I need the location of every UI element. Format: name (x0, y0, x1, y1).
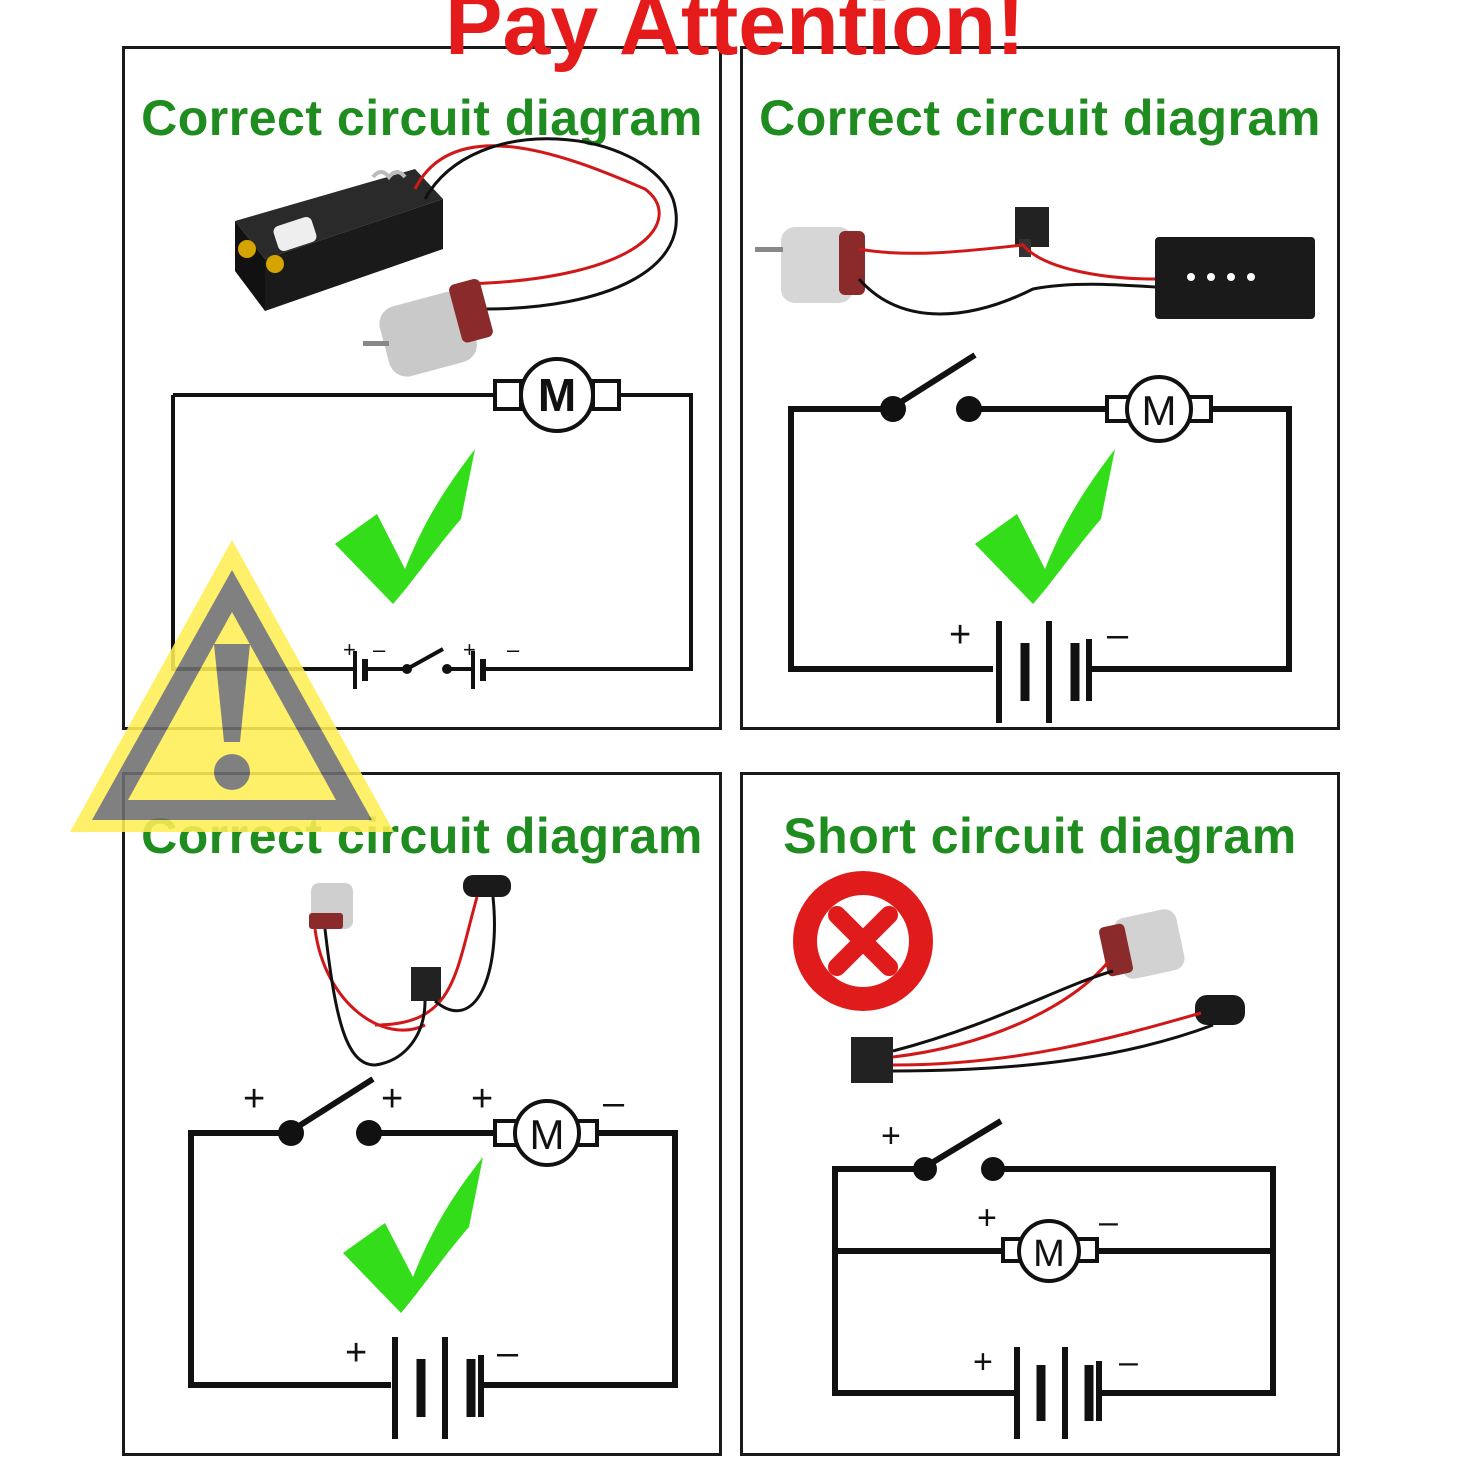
battery-holder-icon (1155, 237, 1315, 319)
panel-title: Short circuit diagram (783, 808, 1297, 864)
panel-bottom-right: Short circuit diagram (740, 772, 1340, 1456)
motor-label: M (538, 369, 576, 421)
wire-black (323, 896, 496, 1067)
cross-icon (793, 871, 933, 1011)
battery-snap-icon (1195, 995, 1245, 1025)
battery-snap-icon (463, 875, 511, 897)
minus-sign: – (507, 637, 520, 662)
minus-sign: – (603, 1082, 625, 1124)
motor-photo-icon (363, 278, 493, 377)
switch-icon (851, 1037, 893, 1083)
wire-black (857, 278, 1156, 316)
warning-triangle-icon (70, 540, 394, 832)
panel-top-right: Correct circuit diagram (740, 46, 1340, 730)
schematic-series-switch (788, 352, 1292, 723)
plus-sign: + (463, 637, 476, 662)
panel-title: Correct circuit diagram (141, 90, 703, 146)
motor-photo-icon (309, 883, 353, 929)
plus-sign: + (243, 1078, 265, 1120)
switch-icon (411, 967, 441, 1001)
battery-holder-icon (235, 169, 443, 311)
plus-sign: + (343, 637, 356, 662)
checkmark-icon (343, 1157, 483, 1313)
minus-sign: – (1119, 1343, 1138, 1381)
minus-sign: – (497, 1332, 519, 1374)
motor-label: M (1033, 1233, 1065, 1275)
minus-sign: – (373, 637, 386, 662)
switch-icon (1015, 207, 1049, 257)
checkmark-icon (335, 449, 475, 604)
minus-sign: – (1107, 614, 1129, 656)
plus-sign: + (471, 1078, 493, 1120)
plus-sign: + (881, 1117, 901, 1155)
motor-label: M (530, 1111, 565, 1158)
panel-title: Correct circuit diagram (759, 90, 1321, 146)
schematic-series-switch (188, 1076, 678, 1439)
plus-sign: + (345, 1332, 367, 1374)
plus-sign: + (381, 1078, 403, 1120)
plus-sign: + (977, 1199, 997, 1237)
motor-photo-icon (755, 227, 865, 303)
wire-black (423, 137, 678, 311)
wire-red (313, 896, 479, 1032)
panel-bottom-left: Correct circuit diagram (122, 772, 722, 1456)
wire-red (413, 144, 661, 286)
minus-sign: – (1099, 1203, 1118, 1241)
schematic-short-circuit (832, 1118, 1276, 1439)
checkmark-icon (975, 449, 1115, 604)
plus-sign: + (973, 1343, 993, 1381)
motor-label: M (1142, 387, 1177, 434)
banner-title: Pay Attention! (445, 0, 1025, 73)
wire-red (858, 243, 1156, 281)
plus-sign: + (949, 614, 971, 656)
wire-black (892, 969, 1214, 1073)
